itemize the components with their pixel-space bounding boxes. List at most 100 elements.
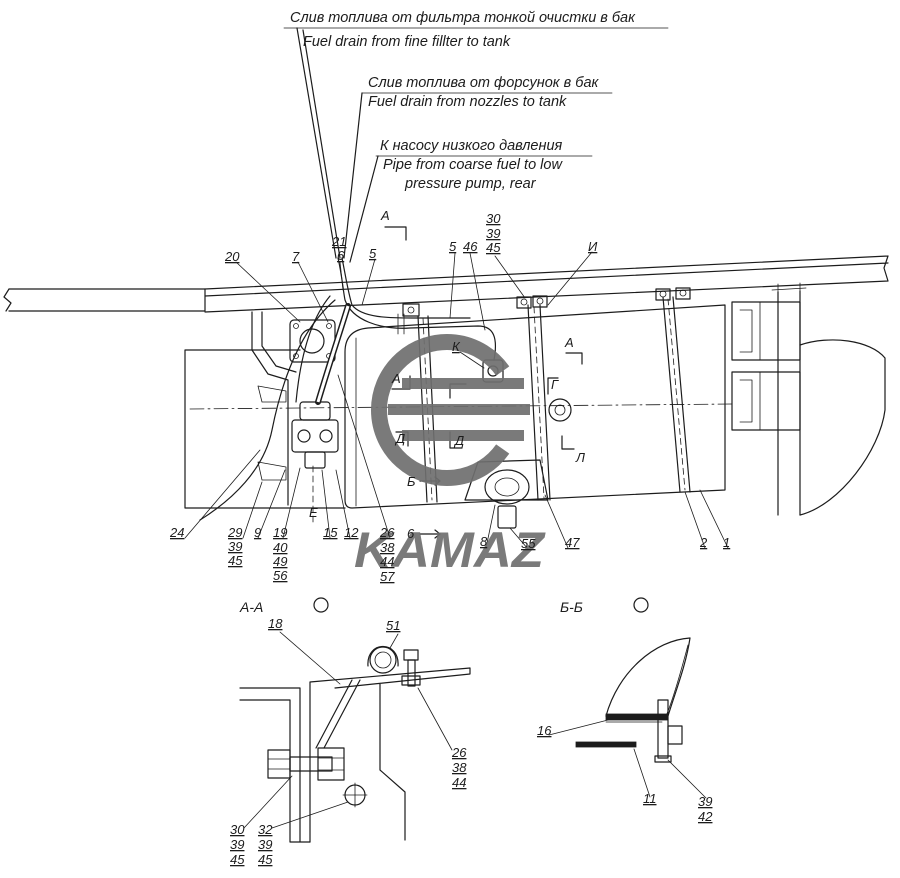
nozzle-drain-pipe xyxy=(343,92,363,259)
part-number-label: 1 xyxy=(723,535,730,550)
tank-strap-middle xyxy=(527,304,551,501)
sensor-center-icon xyxy=(554,404,566,416)
bracket-section xyxy=(309,667,471,843)
frame-bracket-right xyxy=(771,282,807,293)
filter-cap-icon xyxy=(299,328,325,354)
nut-facets xyxy=(317,757,345,771)
part-number-label: 30 xyxy=(230,822,245,837)
mounting-bolt xyxy=(267,747,345,781)
kamaz-logo-wordmark: KAMAZ xyxy=(354,522,547,578)
bolt-nut xyxy=(667,725,683,745)
part-number-label: 45 xyxy=(230,852,245,867)
bolt-shank xyxy=(289,756,333,772)
part-number-label: 5 xyxy=(369,246,377,261)
frame-rail-main xyxy=(204,255,889,313)
support-plate-section xyxy=(575,741,637,748)
main-view-labels: А 21 6 7 20 5 30 39 45 5 46 И К А А Г Д … xyxy=(169,208,730,584)
part-number-label: 7 xyxy=(292,249,300,264)
filter-inlet-fitting xyxy=(299,401,331,421)
kamaz-emblem-icon xyxy=(371,334,510,486)
section-marker-label: Д xyxy=(453,433,464,448)
part-number-label: 38 xyxy=(380,540,395,555)
section-symbol-icon xyxy=(313,597,329,613)
part-number-label: 30 xyxy=(486,211,501,226)
detail-marker-label: К xyxy=(452,339,461,354)
part-number-label: 38 xyxy=(452,760,467,775)
bolt-head-facets xyxy=(267,758,291,770)
tank-fittings xyxy=(464,359,572,529)
tank-shell-inner-line xyxy=(665,644,689,717)
callout-nozzle-drain: Слив топлива от форсунок в бак Fuel drai… xyxy=(343,75,613,259)
section-marker-label: А xyxy=(391,371,401,386)
part-number-label: 39 xyxy=(698,794,712,809)
part-number-label: 19 xyxy=(273,525,287,540)
callout-low-pressure-pump-en-line1: Pipe from coarse fuel to low xyxy=(383,157,563,173)
part-number-label: 26 xyxy=(451,745,467,760)
fuel-pump-cap xyxy=(494,477,520,497)
part-number-label: 45 xyxy=(486,240,501,255)
clamp-band xyxy=(367,645,399,667)
callout-low-pressure-pump-en-line2: pressure pump, rear xyxy=(404,176,537,192)
low-pressure-pump-pipe xyxy=(349,155,379,263)
callout-low-pressure-pump: К насосу низкого давления Pipe from coar… xyxy=(349,138,593,263)
part-number-label: 40 xyxy=(273,540,288,555)
kamaz-emblem-bar-top xyxy=(402,378,524,389)
part-number-label: 44 xyxy=(452,775,466,790)
section-marker-label: Д xyxy=(394,431,405,446)
part-number-label: 39 xyxy=(228,539,242,554)
section-b-b-leaders xyxy=(548,719,707,799)
part-number-label: 55 xyxy=(521,536,536,551)
callout-fine-filter-drain: Слив топлива от фильтра тонкой очистки в… xyxy=(283,10,669,259)
part-number-label: 21 xyxy=(331,234,346,249)
strap-clamp xyxy=(655,288,671,301)
pump-outlet-fitting xyxy=(497,505,517,529)
part-number-label: 12 xyxy=(344,525,359,540)
part-number-label: 56 xyxy=(273,568,288,583)
strap-pad-section xyxy=(605,713,669,721)
support-post xyxy=(777,290,801,516)
section-a-a-leaders xyxy=(243,631,453,829)
part-number-label: 47 xyxy=(565,535,580,550)
detail-marker-label: И xyxy=(588,239,598,254)
bolt-head xyxy=(267,749,291,779)
part-number-label: 8 xyxy=(480,534,488,549)
part-number-label: 42 xyxy=(698,809,713,824)
tank-strap-rear-hatch xyxy=(667,298,686,491)
strap-clamp xyxy=(532,295,548,308)
part-number-label: 57 xyxy=(380,569,395,584)
callout-fine-filter-drain-ru: Слив топлива от фильтра тонкой очистки в… xyxy=(290,10,636,26)
clamp-nut xyxy=(403,649,419,661)
section-marker-label: А xyxy=(380,208,390,223)
fuel-hose-inner xyxy=(316,305,350,403)
mount-bolt-icon xyxy=(293,323,299,329)
view-marker-label: Б xyxy=(407,474,416,489)
tank-shell-section xyxy=(605,637,691,717)
part-number-label: 39 xyxy=(486,226,500,241)
part-number-label: 49 xyxy=(273,554,287,569)
part-number-label: 44 xyxy=(380,554,394,569)
section-marker-label: Г xyxy=(551,377,559,392)
kamaz-emblem-bar-bottom xyxy=(402,430,524,441)
part-number-label: 5 xyxy=(449,239,457,254)
part-number-label: 18 xyxy=(268,616,283,631)
callout-nozzle-drain-ru: Слив топлива от форсунок в бак xyxy=(368,75,600,91)
filter-bowl xyxy=(304,451,326,469)
section-a-a-title: А-А xyxy=(239,599,263,615)
view-marker-label: 6 xyxy=(407,526,415,541)
part-number-label: 51 xyxy=(386,618,400,633)
bolt-shank xyxy=(657,699,669,759)
frame-rail-left-segment xyxy=(3,288,206,312)
battery-box-outline xyxy=(184,349,346,509)
tank-straps xyxy=(402,287,691,503)
clamp-bolt-icon xyxy=(407,306,415,314)
part-number-label: 16 xyxy=(537,723,552,738)
equipment-box-upper xyxy=(731,301,801,361)
kamaz-logo: KAMAZ xyxy=(354,334,547,578)
kamaz-emblem-bar-middle xyxy=(388,404,530,415)
clamp-bolt-icon xyxy=(659,290,667,298)
coarse-fuel-filter xyxy=(291,401,339,469)
strap-clamp xyxy=(675,287,691,300)
tank-bracket xyxy=(251,311,297,506)
left-bracket-assembly xyxy=(184,311,346,509)
